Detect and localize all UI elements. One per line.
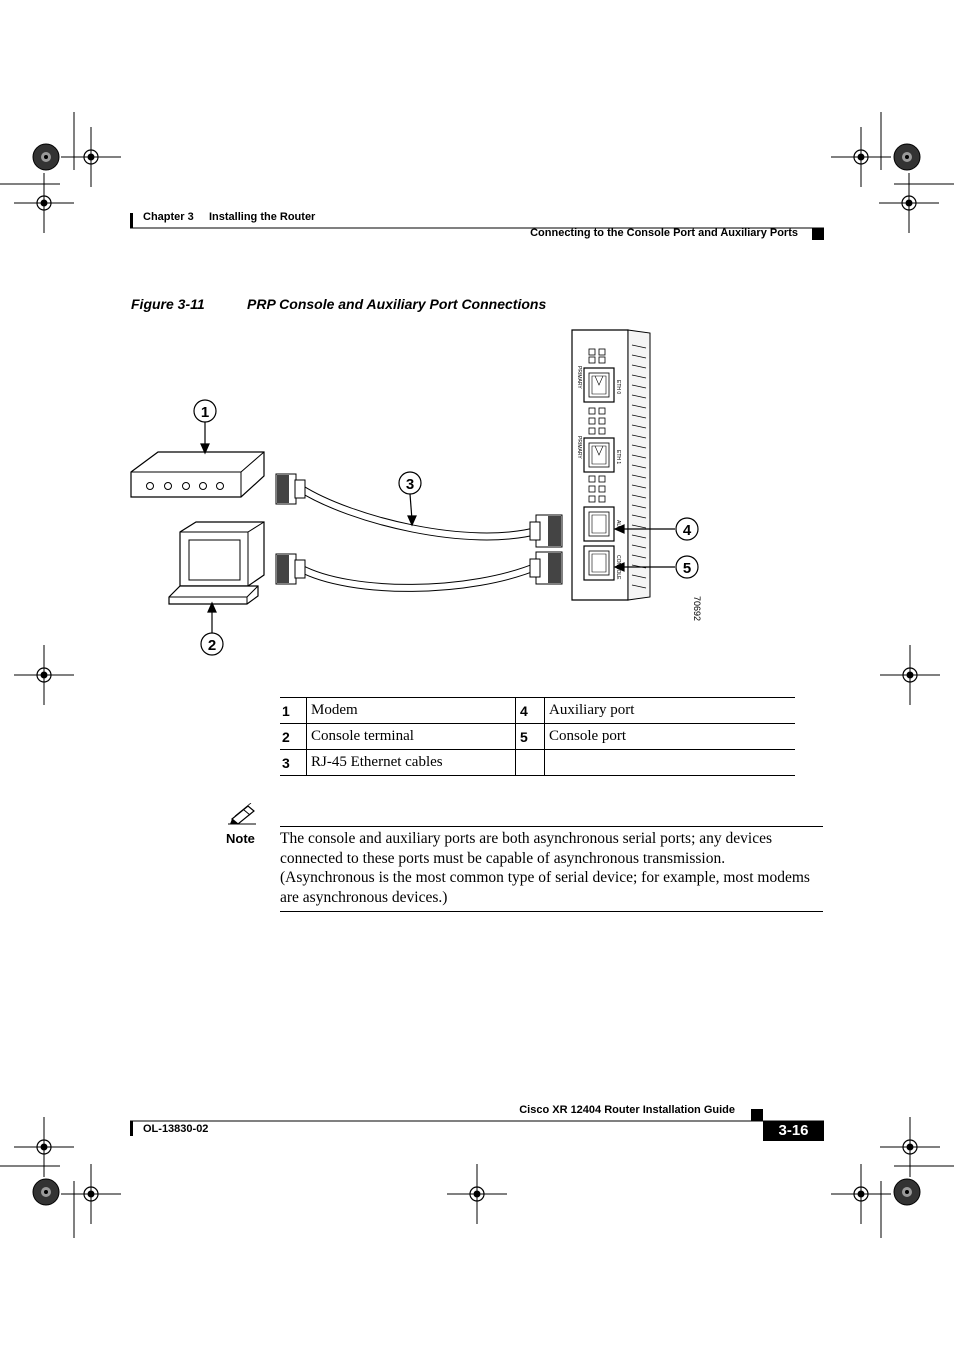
figure-illustration: ETH 0 ETH 1 AUX CONSOLE PRIMARY PRIMARY xyxy=(130,329,702,656)
art-id: 70692 xyxy=(692,596,702,621)
chapter-number: Chapter 3 xyxy=(143,211,194,223)
section-title: Connecting to the Console Port and Auxil… xyxy=(530,227,798,239)
figure-title: PRP Console and Auxiliary Port Connectio… xyxy=(247,296,547,312)
rj45-cable-lower xyxy=(275,551,563,592)
figure-number: Figure 3-11 xyxy=(131,296,205,312)
note-rules xyxy=(280,826,823,912)
primary-label-2: PRIMARY xyxy=(576,436,582,459)
callout-4: 4 xyxy=(683,522,692,539)
legend-number: 1 xyxy=(280,697,307,724)
rj45-cable-upper xyxy=(275,473,563,548)
note-text: The console and auxiliary ports are both… xyxy=(280,830,810,906)
chapter-title: Installing the Router xyxy=(209,211,316,223)
callout-2: 2 xyxy=(208,637,216,654)
console-terminal xyxy=(168,521,265,605)
aux-port xyxy=(583,506,615,542)
legend-number: 3 xyxy=(280,749,307,776)
legend-text: RJ-45 Ethernet cables xyxy=(306,749,516,776)
header-rules xyxy=(130,213,824,240)
figure-legend-table: 1 Modem 4 Auxiliary port 2 Console termi… xyxy=(280,697,795,776)
modem-device xyxy=(130,451,265,498)
callout-3: 3 xyxy=(406,476,414,493)
document-number: OL-13830-02 xyxy=(143,1123,209,1135)
page-number: 3-16 xyxy=(763,1121,824,1141)
table-row: 3 RJ-45 Ethernet cables xyxy=(280,749,795,776)
legend-text xyxy=(544,749,795,776)
legend-number: 5 xyxy=(515,723,545,750)
legend-text: Modem xyxy=(306,697,516,724)
aux-label: AUX xyxy=(615,520,621,531)
legend-number xyxy=(515,749,545,776)
eth0-label: ETH 0 xyxy=(615,380,621,394)
eth0-port xyxy=(583,367,615,403)
legend-text: Console port xyxy=(544,723,795,750)
guide-title: Cisco XR 12404 Router Installation Guide xyxy=(519,1104,735,1116)
eth1-port xyxy=(583,437,615,473)
console-port xyxy=(583,545,615,581)
router-faceplate: ETH 0 ETH 1 AUX CONSOLE PRIMARY PRIMARY xyxy=(571,329,651,601)
callout-1: 1 xyxy=(201,404,209,421)
primary-label-1: PRIMARY xyxy=(576,366,582,389)
legend-number: 2 xyxy=(280,723,307,750)
eth1-label: ETH 1 xyxy=(615,450,621,464)
table-row: 2 Console terminal 5 Console port xyxy=(280,723,795,750)
callout-5: 5 xyxy=(683,560,691,577)
note-label: Note xyxy=(226,831,255,846)
pencil-icon xyxy=(228,803,256,825)
